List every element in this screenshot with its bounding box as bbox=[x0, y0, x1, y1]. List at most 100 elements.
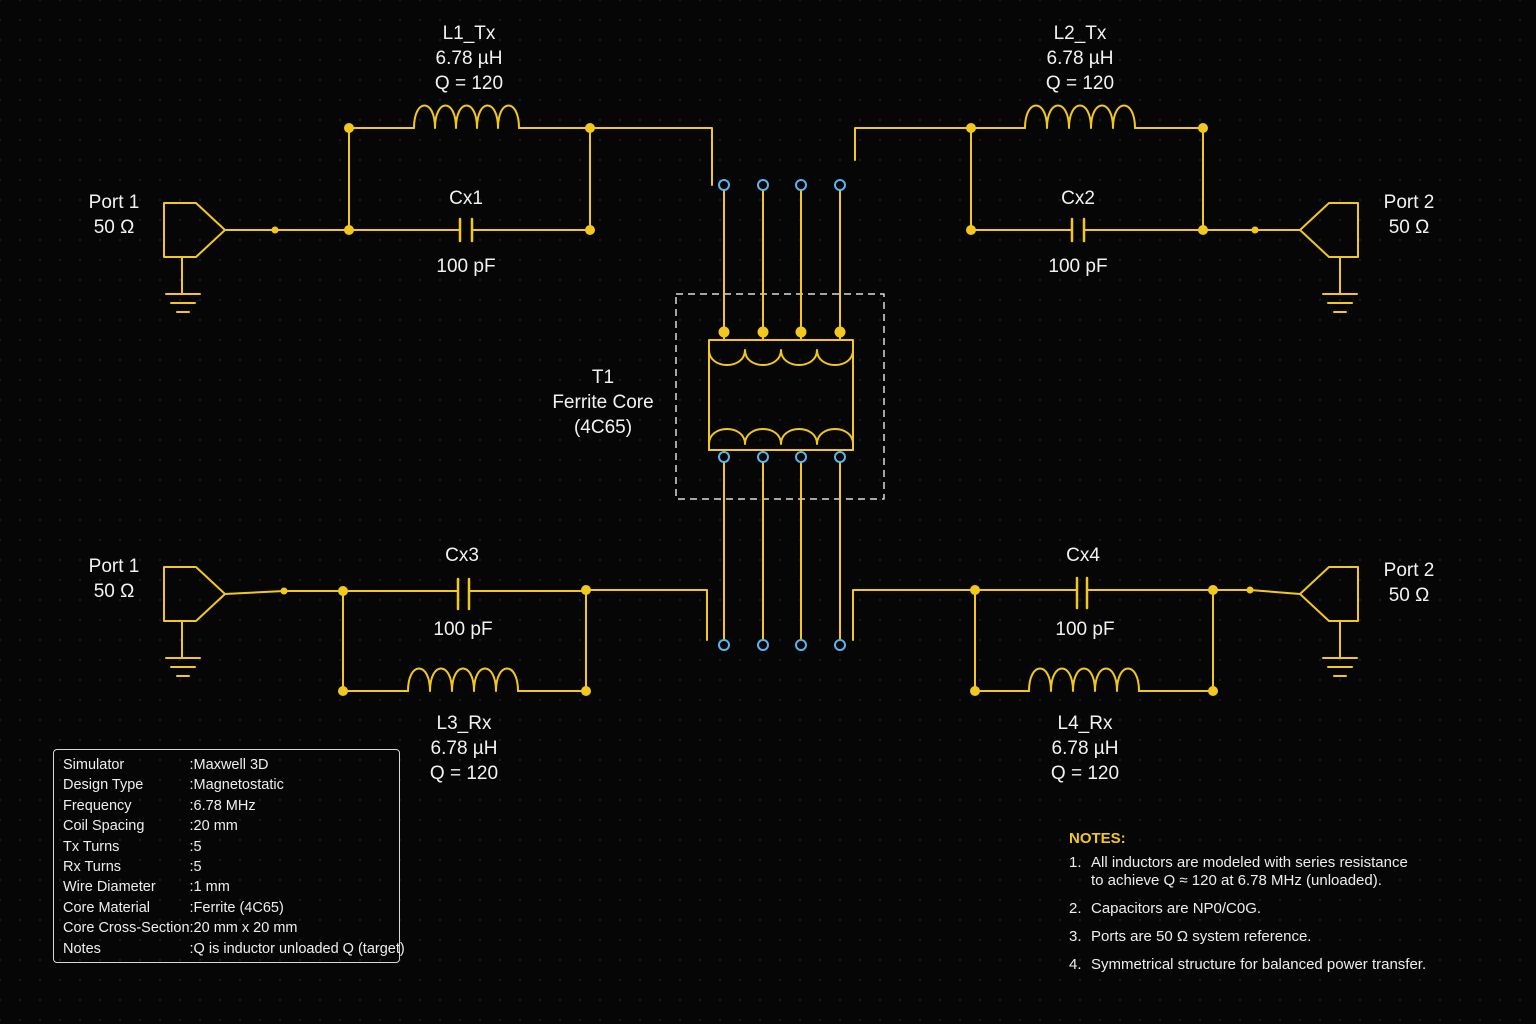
bottom-right-junctions bbox=[970, 585, 1254, 696]
spec-colon: : bbox=[189, 859, 194, 876]
l4-rx-value: 6.78 µH bbox=[1051, 738, 1119, 759]
spec-value: Q is inductor unloaded Q (target) bbox=[193, 940, 405, 957]
spec-value: 20 mm x 20 mm bbox=[193, 920, 298, 937]
l2-tx-name: L2_Tx bbox=[1053, 23, 1107, 44]
l2-tx-coil bbox=[1024, 104, 1136, 129]
top-left-junctions bbox=[271, 123, 595, 235]
l2-tx-q: Q = 120 bbox=[1045, 73, 1115, 94]
spec-row: Core Material:Ferrite (4C65) bbox=[63, 898, 405, 918]
cx4-value: 100 pF bbox=[1055, 619, 1115, 640]
spec-key: Wire Diameter bbox=[63, 879, 156, 896]
cx4-plates bbox=[1075, 576, 1089, 610]
note-text: Ports are 50 Ω system reference. bbox=[1091, 928, 1312, 945]
spec-key: Rx Turns bbox=[63, 859, 122, 876]
note-item: 4. Symmetrical structure for balanced pow… bbox=[1069, 956, 1426, 974]
l4-rx-coil bbox=[1028, 667, 1140, 692]
l3-rx-value: 6.78 µH bbox=[430, 738, 498, 759]
l2-tx-label: L2_Tx 6.78 µH Q = 120 bbox=[1030, 21, 1130, 96]
cx3-plates bbox=[456, 577, 471, 611]
spec-colon: : bbox=[189, 940, 194, 957]
l2-tx-network bbox=[854, 104, 1301, 243]
top-right-junctions bbox=[966, 123, 1259, 235]
spec-row: Design Type:Magnetostatic bbox=[63, 775, 405, 795]
cx4-name: Cx4 bbox=[1066, 545, 1100, 566]
cx1-name: Cx1 bbox=[449, 188, 483, 209]
t1-top-tap-junctions bbox=[718, 326, 846, 338]
notes-panel: NOTES: 1.All inductors are modeled with … bbox=[1069, 830, 1426, 984]
spec-row: Simulator:Maxwell 3D bbox=[63, 755, 405, 775]
note-text: Symmetrical structure for balanced power… bbox=[1091, 956, 1427, 973]
l4-rx-name: L4_Rx bbox=[1057, 713, 1113, 734]
note-item: 2. Capacitors are NP0/C0G. bbox=[1069, 900, 1426, 918]
l2-tx-value: 6.78 µH bbox=[1046, 48, 1114, 69]
spec-key: Design Type bbox=[63, 777, 144, 794]
note-item: 1.All inductors are modeled with series … bbox=[1069, 854, 1426, 890]
spec-key: Coil Spacing bbox=[63, 818, 145, 835]
port-1-bottom-name: Port 1 bbox=[88, 556, 140, 577]
spec-value: 5 bbox=[193, 859, 202, 876]
port-2-top-name: Port 2 bbox=[1383, 192, 1435, 213]
spec-value: Ferrite (4C65) bbox=[193, 899, 284, 916]
spec-colon: : bbox=[189, 797, 194, 814]
cx3-name: Cx3 bbox=[445, 545, 479, 566]
t1-label: T1 Ferrite Core (4C65) bbox=[543, 365, 663, 440]
t1-core-outline bbox=[675, 293, 885, 500]
port-1-top-symbol bbox=[163, 202, 226, 313]
bottom-left-junctions bbox=[280, 585, 591, 696]
port-1-bottom-impedance: 50 Ω bbox=[93, 581, 135, 602]
spec-row: Tx Turns:5 bbox=[63, 837, 405, 857]
spec-value: 6.78 MHz bbox=[193, 797, 256, 814]
port-2-bottom-label: Port 2 50 Ω bbox=[1369, 558, 1449, 608]
spec-key: Frequency bbox=[63, 797, 132, 814]
spec-key: Simulator bbox=[63, 757, 125, 773]
l1-tx-label: L1_Tx 6.78 µH Q = 120 bbox=[419, 21, 519, 96]
cx1-plates bbox=[458, 217, 474, 243]
spec-row: Frequency:6.78 MHz bbox=[63, 796, 405, 816]
spec-row: Wire Diameter:1 mm bbox=[63, 877, 405, 897]
l3-rx-network bbox=[224, 577, 708, 692]
spec-colon: : bbox=[189, 920, 194, 937]
l3-rx-q: Q = 120 bbox=[429, 763, 499, 784]
spec-key: Core Cross-Section bbox=[63, 920, 190, 937]
cx2-plates bbox=[1070, 217, 1086, 243]
note-text: All inductors are modeled with series re… bbox=[1091, 854, 1408, 889]
port-1-bottom-label: Port 1 50 Ω bbox=[74, 554, 154, 604]
port-2-bottom-impedance: 50 Ω bbox=[1388, 585, 1430, 606]
l4-rx-network bbox=[852, 576, 1301, 692]
cx2-value: 100 pF bbox=[1048, 256, 1108, 277]
note-number: 2. bbox=[1069, 900, 1082, 917]
spec-row: Notes:Q is inductor unloaded Q (target) bbox=[63, 939, 405, 959]
l1-tx-q: Q = 120 bbox=[434, 73, 504, 94]
cx1-value: 100 pF bbox=[436, 256, 496, 277]
spec-value: 1 mm bbox=[193, 879, 230, 896]
spec-key: Notes bbox=[63, 940, 101, 957]
l3-rx-name: L3_Rx bbox=[436, 713, 492, 734]
spec-colon: : bbox=[189, 879, 194, 896]
spec-value: 5 bbox=[193, 838, 202, 855]
t1-core-type: Ferrite Core bbox=[552, 392, 654, 413]
l3-rx-coil bbox=[407, 667, 519, 692]
spec-row: Core Cross-Section:20 mm x 20 mm bbox=[63, 918, 405, 938]
port-2-top-label: Port 2 50 Ω bbox=[1369, 190, 1449, 240]
notes-title: NOTES: bbox=[1069, 830, 1126, 847]
note-number: 4. bbox=[1069, 956, 1082, 973]
note-text: Capacitors are NP0/C0G. bbox=[1091, 900, 1262, 917]
cx3-value: 100 pF bbox=[433, 619, 493, 640]
port-1-bottom-symbol bbox=[163, 566, 226, 677]
spec-value: Maxwell 3D bbox=[193, 757, 269, 773]
t1-core-material: (4C65) bbox=[573, 417, 633, 438]
spec-colon: : bbox=[189, 818, 194, 835]
t1-winding-bottom bbox=[708, 428, 854, 646]
l1-tx-network bbox=[224, 104, 713, 243]
note-item: 3.Ports are 50 Ω system reference. bbox=[1069, 928, 1426, 946]
port-2-bottom-symbol bbox=[1299, 566, 1359, 677]
l1-tx-value: 6.78 µH bbox=[435, 48, 503, 69]
l4-rx-q: Q = 120 bbox=[1050, 763, 1120, 784]
spec-colon: : bbox=[189, 757, 194, 773]
l3-rx-label: L3_Rx 6.78 µH Q = 120 bbox=[414, 711, 514, 786]
spec-colon: : bbox=[189, 838, 194, 855]
spec-colon: : bbox=[189, 899, 194, 916]
